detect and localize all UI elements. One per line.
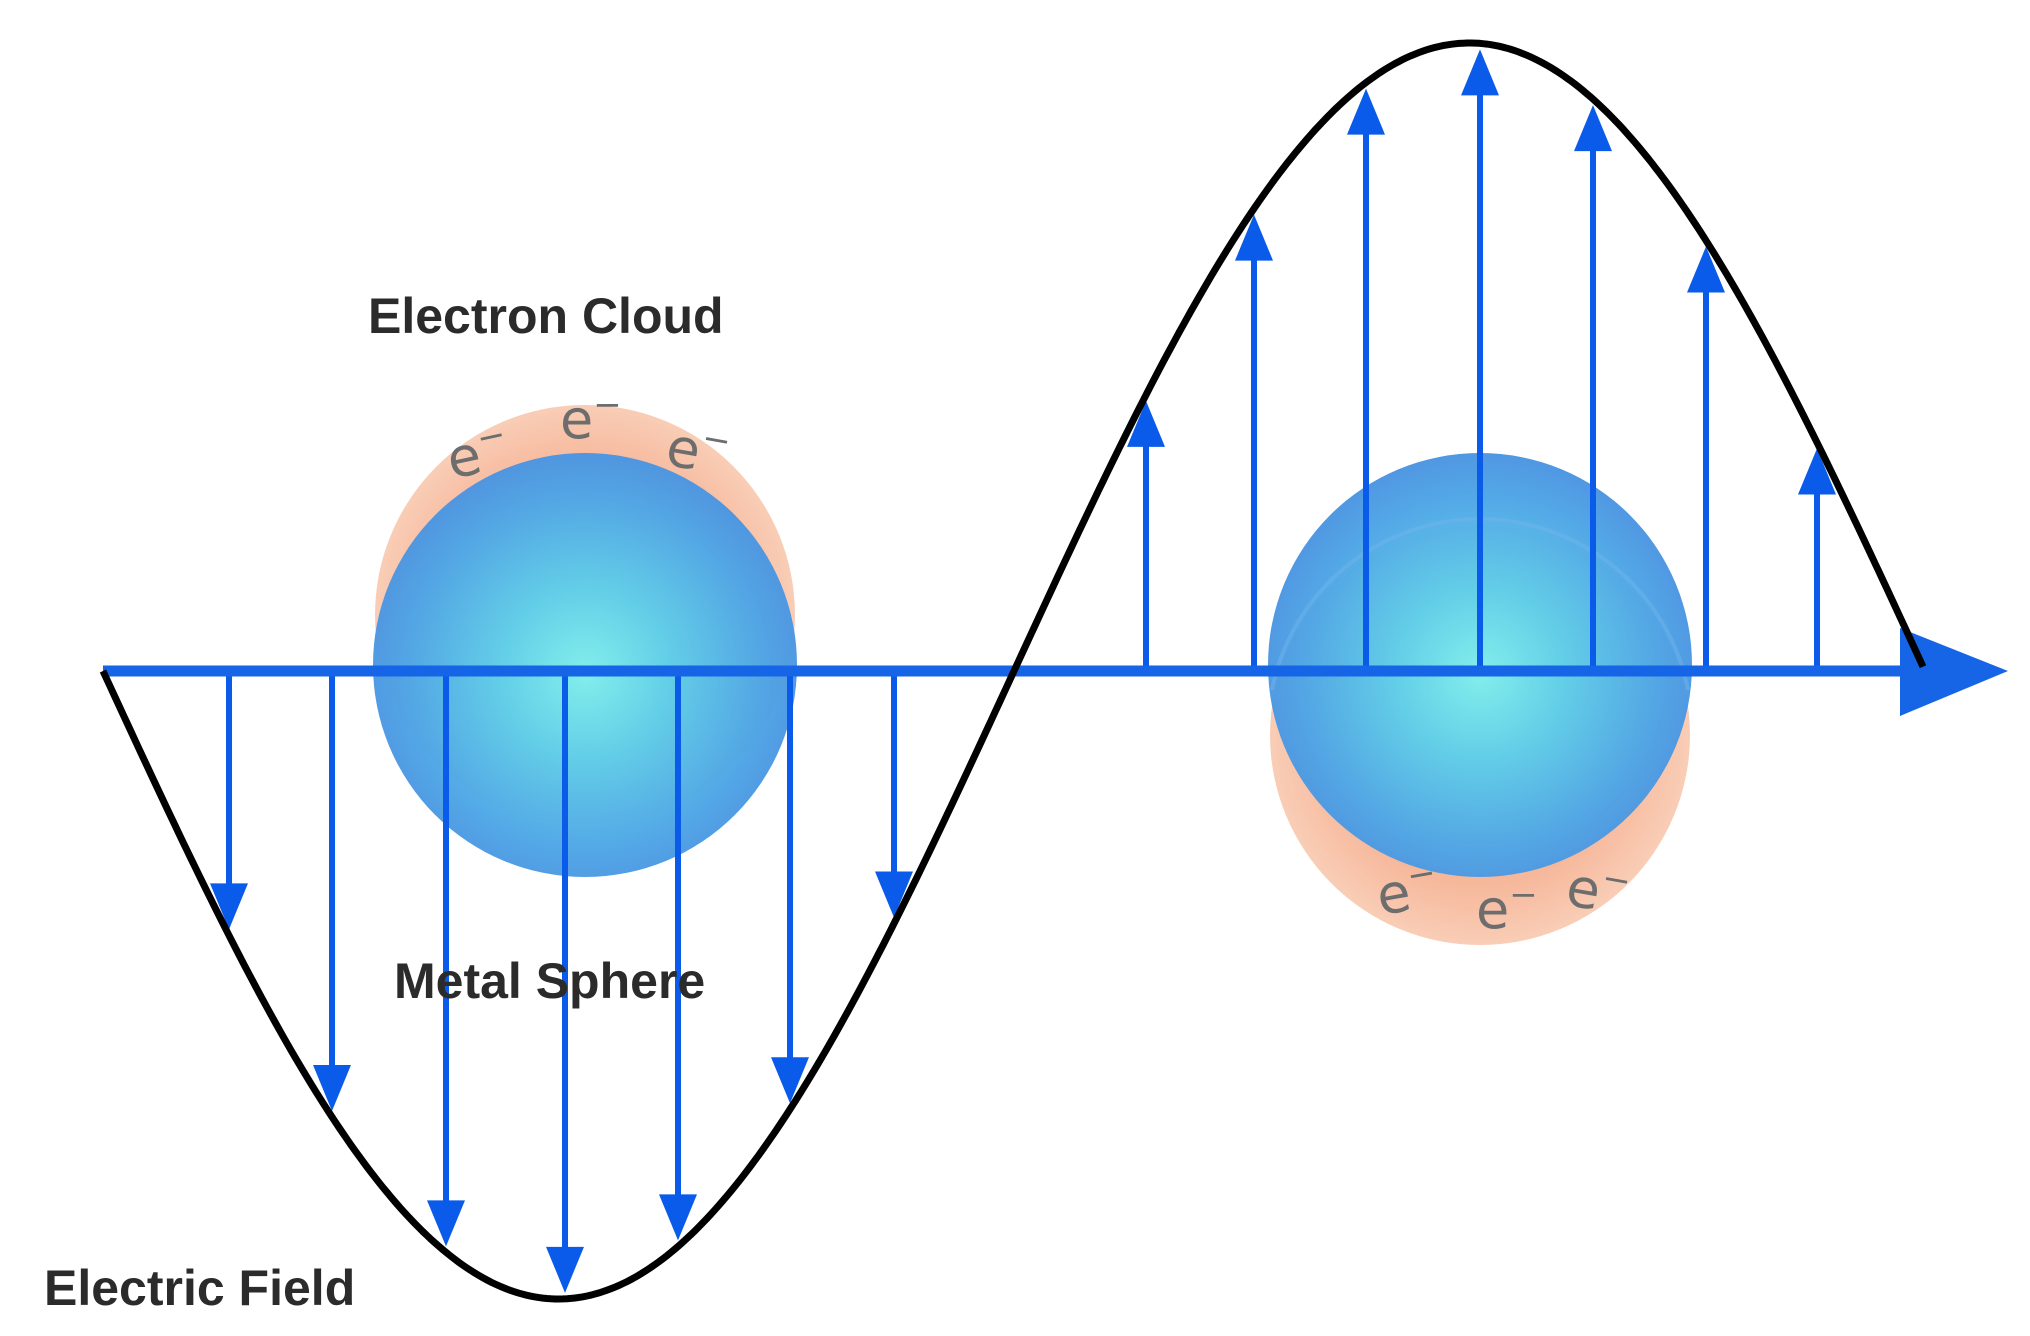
electrons-right: e− e− e− (1371, 852, 1634, 941)
electric-field-label: Electric Field (44, 1260, 355, 1316)
electric-field-wave (99, 39, 1927, 1303)
field-arrow-head (771, 1057, 809, 1104)
electron-symbol: e− (560, 385, 622, 451)
field-arrow-head (1798, 448, 1836, 495)
field-arrow-head (210, 883, 248, 930)
field-arrow-head (1461, 49, 1499, 96)
electron-cloud-label: Electron Cloud (368, 288, 724, 344)
electron-symbol: e− (1476, 875, 1538, 941)
field-arrow-head (546, 1246, 584, 1293)
propagation-arrowhead (1900, 628, 2008, 716)
field-arrow-head (1574, 105, 1612, 152)
field-arrow-head (313, 1064, 351, 1111)
field-arrow-head (1235, 214, 1273, 261)
electron-symbol: e− (1562, 852, 1634, 928)
metal-sphere-left (373, 453, 797, 877)
field-arrow-head (1127, 400, 1165, 447)
field-arrow-head (875, 871, 913, 918)
field-arrow-head (1347, 88, 1385, 135)
metal-sphere-label: Metal Sphere (394, 953, 705, 1009)
electron-symbol: e− (1371, 852, 1443, 928)
electric-field-arrows (210, 49, 1836, 1293)
field-arrow-head (1687, 246, 1725, 293)
field-arrow-head (659, 1194, 697, 1241)
field-arrow-head (427, 1200, 465, 1247)
